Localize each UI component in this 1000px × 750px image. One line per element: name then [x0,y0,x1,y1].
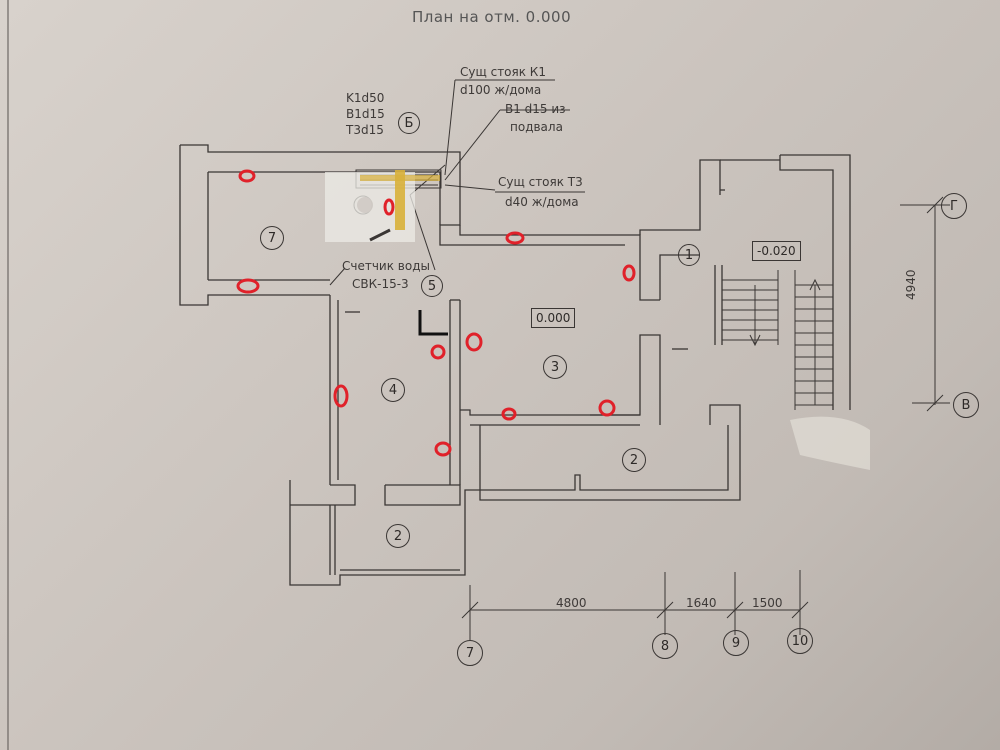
red-marker-6 [465,332,483,352]
paper-stain [790,416,870,470]
axis-7-bubble: 7 [457,640,483,666]
elevation-stair: -0.020 [752,241,801,261]
dimension-lines [461,196,950,640]
axis-8-bubble: 8 [652,633,678,659]
leader-k1-top [444,79,456,176]
dim-1640: 1640 [686,596,717,610]
axis-g-bubble: Г [941,193,967,219]
wall-center-top [459,225,660,301]
room-1-marker: 1 [678,244,700,266]
wall-stair-outer [780,154,851,410]
red-marker-1 [238,169,256,183]
black-corner-marker [418,310,448,336]
wall-top-left-inner [208,171,441,225]
leader-meter [329,267,346,286]
axis-10-bubble: 10 [787,628,813,654]
red-marker-4 [622,264,636,282]
red-markers [236,169,636,457]
room-5-marker: 5 [421,275,443,297]
wall-room3-bottom [460,334,661,425]
walls [179,144,851,586]
wall-room2-right [479,404,741,501]
note-meter-1: Счетчик воды [342,259,430,273]
leader-riser-k1 [444,109,501,181]
highlight-detail [325,170,440,242]
red-marker-9 [501,407,517,421]
red-marker-3 [505,231,525,245]
elevation-main: 0.000 [531,308,576,328]
wall-room2-left-outer [289,480,480,586]
wall-room1-top [639,159,721,235]
note-k1d50: K1d50 [346,91,385,105]
red-marker-2 [383,198,395,216]
room-7-marker: 7 [260,226,284,250]
note-meter-2: СВК-15-3 [352,277,409,291]
room-2-right-marker: 2 [622,448,646,472]
axis-9-bubble: 9 [723,630,749,656]
note-b1-1: В1 d15 из [505,102,566,116]
note-riser-t3-1: Сущ стояк Т3 [498,175,583,189]
wall-room2-left-niche [384,484,461,506]
stair-treads [722,270,833,410]
red-marker-11 [434,441,452,457]
note-b1-2: подвала [510,120,563,134]
note-b1d15: B1d15 [346,107,385,121]
wall-stair-inner [779,155,834,410]
wall-left-outer [179,145,215,306]
leader-riser-t3 [444,184,496,191]
wall-room2-left-top [290,484,356,506]
note-riser-t3-2: d40 ж/дома [505,195,579,209]
red-marker-8 [333,384,349,408]
room-3-marker: 3 [543,355,567,379]
dim-4800: 4800 [556,596,587,610]
room-4-marker: 4 [381,378,405,402]
axis-b-marker: Б [398,112,420,134]
room-2-left-marker: 2 [386,524,410,548]
note-t3d15: T3d15 [346,123,384,137]
note-riser-k1-1: Сущ стояк К1 [460,65,546,79]
wall-room2-right-inner [480,425,729,491]
note-riser-k1-2: d100 ж/дома [460,83,542,97]
axis-v-bubble: В [953,392,979,418]
red-marker-5 [236,278,260,294]
plan-title: План на отм. 0.000 [412,8,572,26]
dim-1500: 1500 [752,596,783,610]
red-marker-7 [430,344,446,360]
dim-4940: 4940 [904,269,918,300]
red-marker-10 [598,399,616,417]
wall-top-left [180,144,461,246]
